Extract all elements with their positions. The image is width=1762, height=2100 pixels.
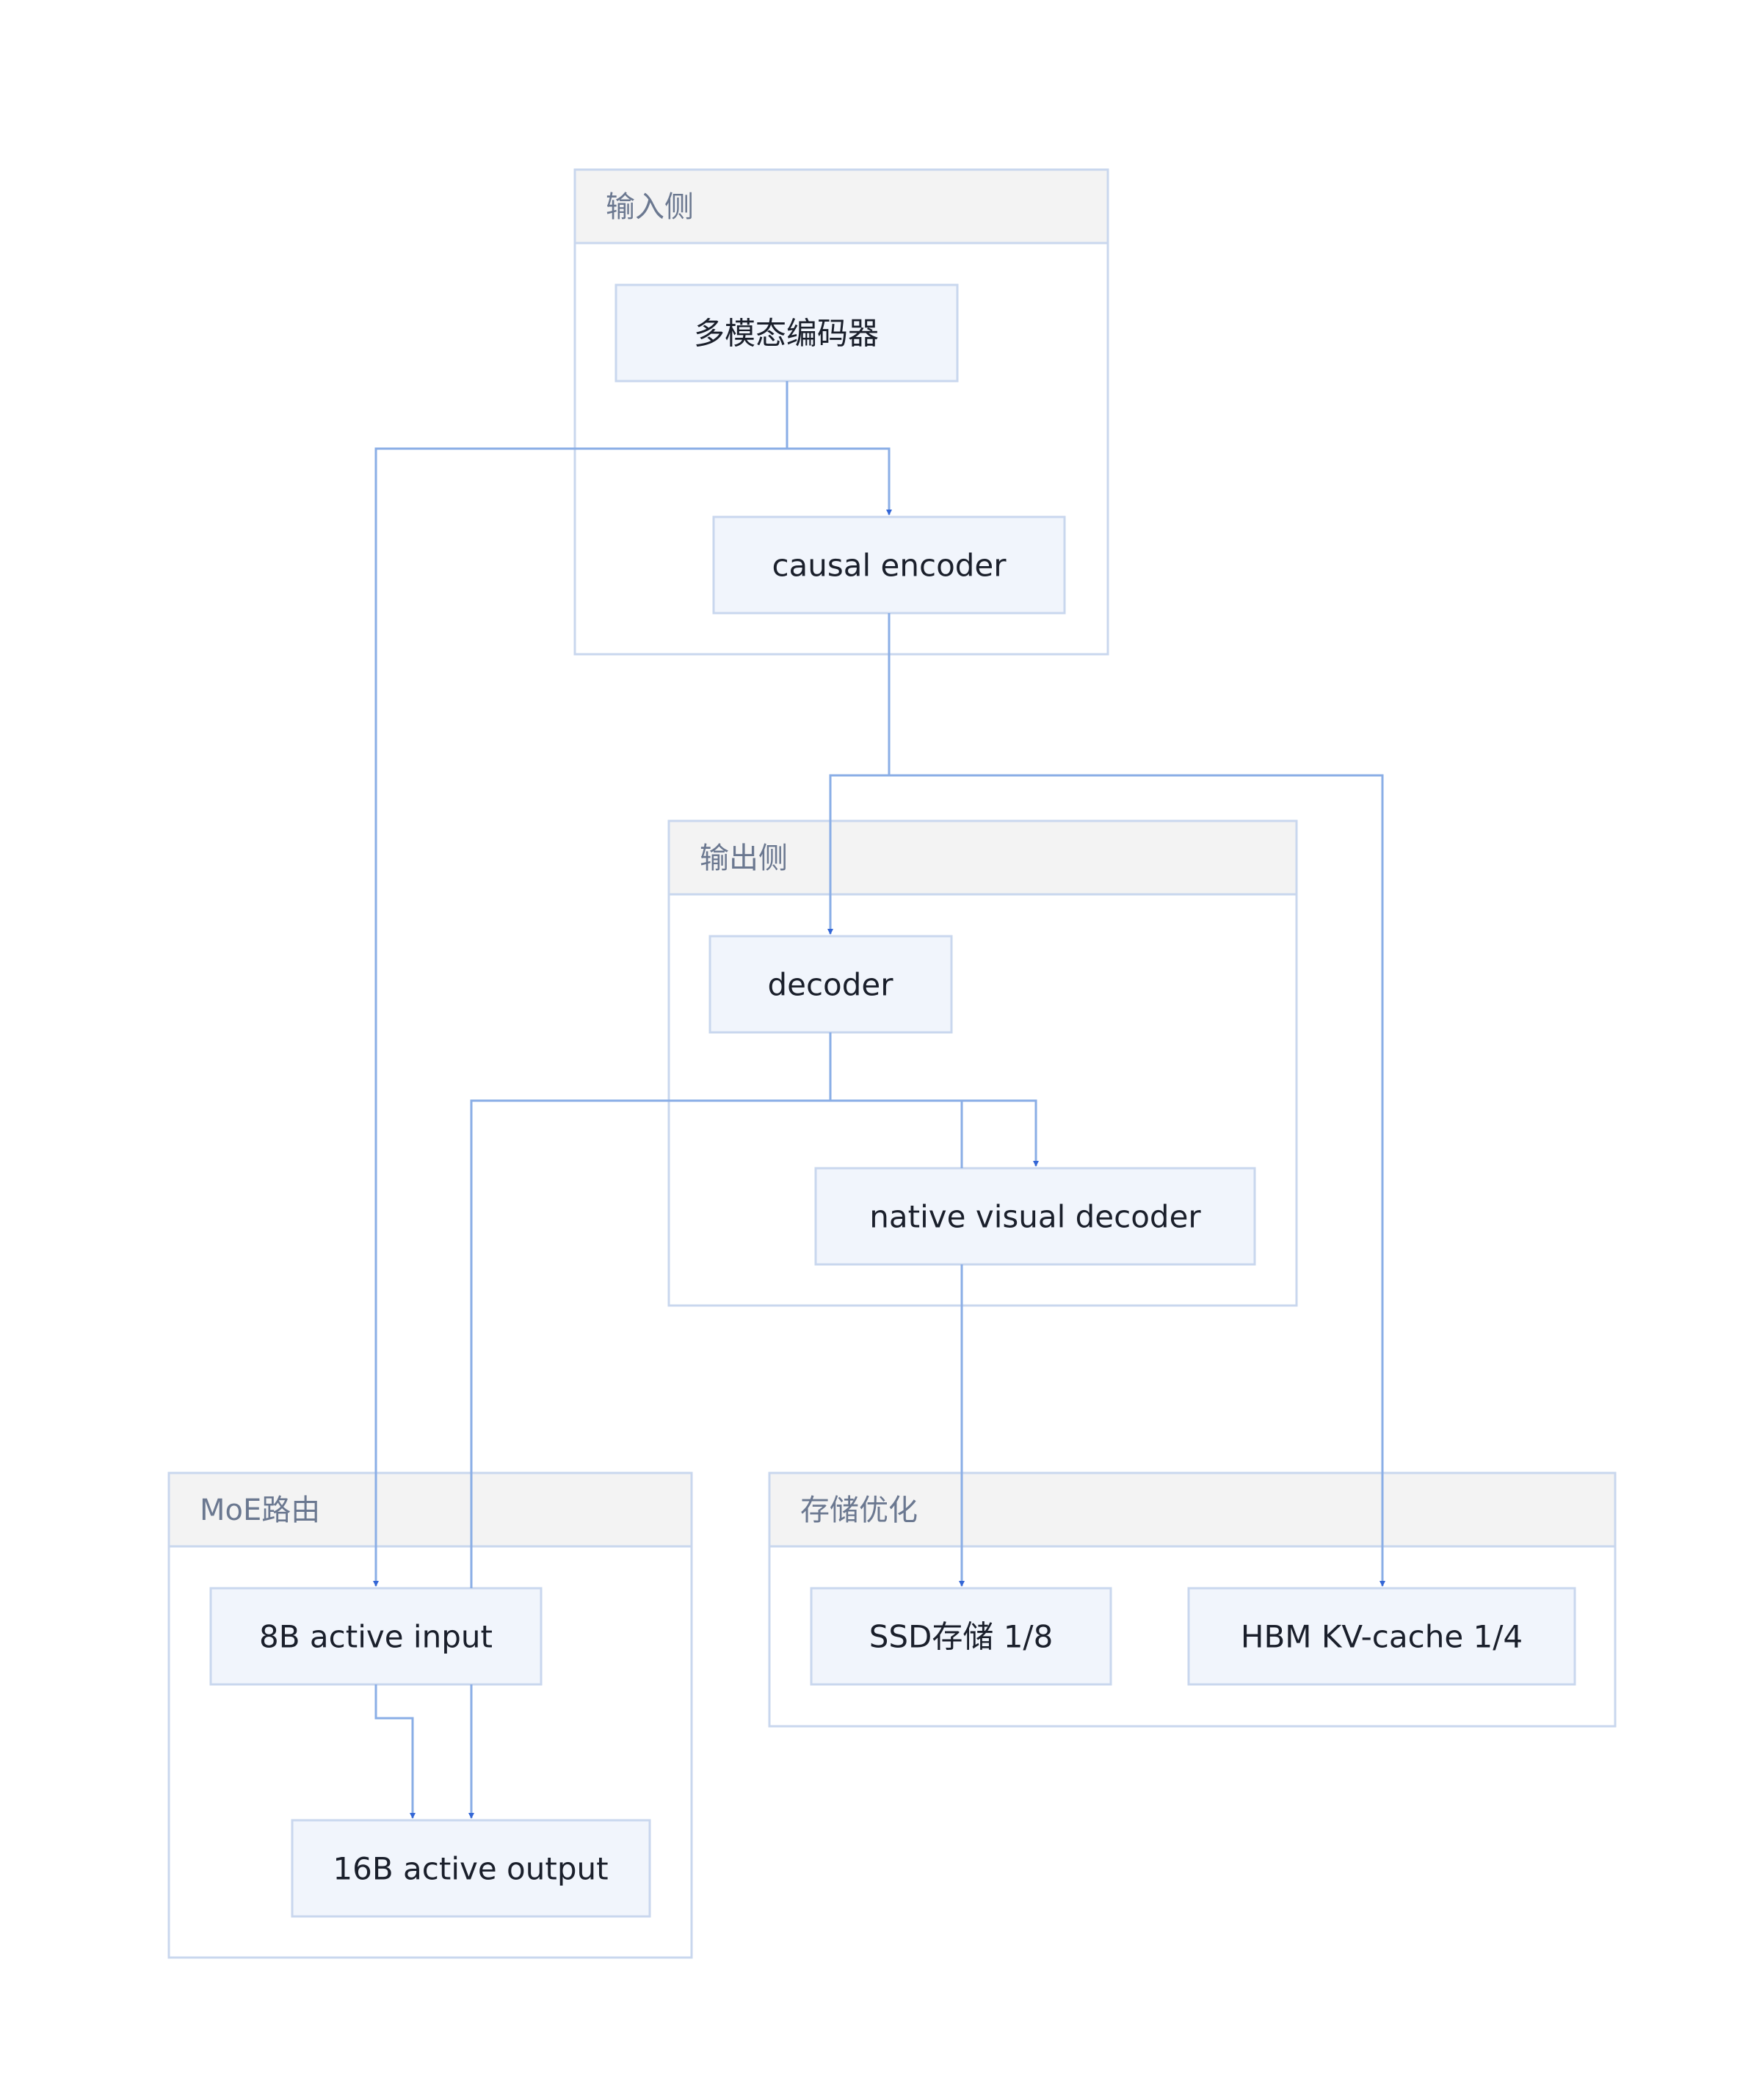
node-native-visual-decoder[interactable]: native visual decoder: [814, 1167, 1256, 1266]
node-16b-active-output-label: 16B active output: [333, 1851, 608, 1887]
edge-multimodal-to-8b-input: [373, 447, 787, 1587]
edge-8b-input-to-16b-output: [374, 1684, 416, 1819]
cluster-input-side-label: 输入侧: [606, 190, 694, 224]
node-ssd-storage[interactable]: SSD存储 1/8: [810, 1587, 1112, 1686]
cluster-storage-optimization-label: 存储优化: [800, 1493, 918, 1527]
cluster-moe-routing-label: MoE路由: [200, 1493, 320, 1527]
edge-causal-to-hbm: [889, 774, 1385, 1587]
cluster-output-side-label: 输出侧: [700, 841, 788, 875]
node-16b-active-output[interactable]: 16B active output: [291, 1819, 651, 1918]
edge-8b-input-to-native-visual: [470, 1099, 830, 1588]
node-ssd-storage-label: SSD存储 1/8: [869, 1619, 1054, 1655]
node-native-visual-decoder-label: native visual decoder: [869, 1199, 1201, 1235]
node-8b-active-input[interactable]: 8B active input: [209, 1587, 543, 1686]
node-8b-active-input-label: 8B active input: [259, 1619, 493, 1655]
node-causal-encoder[interactable]: causal encoder: [712, 515, 1066, 615]
edges: [373, 381, 1385, 1819]
edge-multimodal-to-causal: [786, 381, 892, 515]
node-decoder-label: decoder: [767, 967, 893, 1003]
node-causal-encoder-label: causal encoder: [772, 548, 1007, 584]
node-multimodal-encoder[interactable]: 多模态编码器: [614, 283, 959, 383]
edge-causal-to-decoder: [827, 613, 891, 935]
node-hbm-kv-cache-label: HBM KV-cache 1/4: [1241, 1619, 1523, 1655]
edge-decoder-to-16b-output: [830, 1099, 963, 1168]
node-multimodal-encoder-label: 多模态编码器: [694, 316, 879, 352]
node-decoder[interactable]: decoder: [708, 935, 953, 1034]
node-hbm-kv-cache[interactable]: HBM KV-cache 1/4: [1187, 1587, 1576, 1686]
